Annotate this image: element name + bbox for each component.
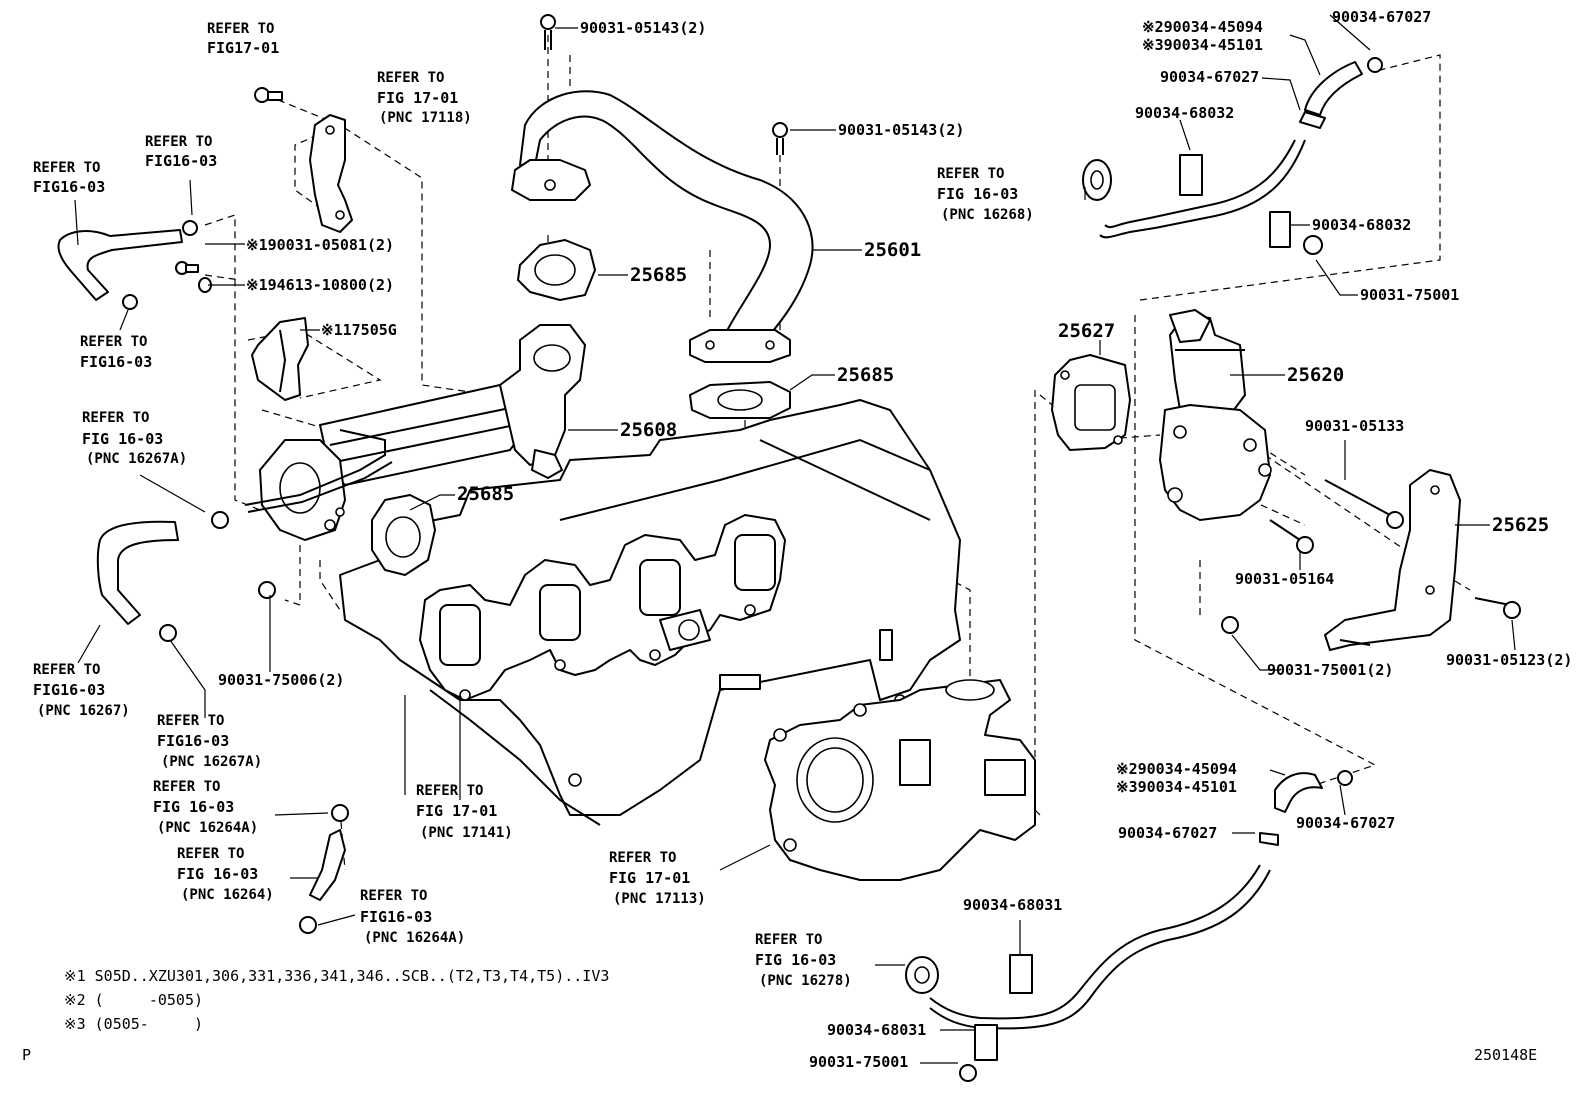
ref-16264-line3: (PNC 16264) <box>181 887 274 903</box>
part-25685-left: 25685 <box>457 483 514 505</box>
refer-labels: REFER TO FIG17-01 REFER TO FIG 17-01 (PN… <box>33 21 1034 989</box>
ref-16267a-bottom-line3: (PNC 16267A) <box>161 754 262 770</box>
ref-16267a-bottom-line2: FIG16-03 <box>157 732 229 750</box>
part-25608: 25608 <box>620 419 677 441</box>
ref-16264a-top-line2: FIG 16-03 <box>153 798 234 816</box>
ref-hose-top-line1: REFER TO <box>33 160 100 176</box>
part-90031-75001-b: 90031-75001 <box>809 1053 908 1071</box>
ref-16268-line2: FIG 16-03 <box>937 185 1018 203</box>
part-90034-67027-b: 90034-67027 <box>1160 68 1259 86</box>
vacuum-hoses-right <box>905 57 1383 1061</box>
part-90031-75001-a: 90031-75001 <box>1360 286 1459 304</box>
ref-17118-line2: FIG 17-01 <box>377 89 458 107</box>
part-90034-67027-a: 90034-67027 <box>1332 8 1431 26</box>
ref-hose-bottom-line1: REFER TO <box>80 334 147 350</box>
part-90031-05143-top: 90031-05143(2) <box>580 19 706 37</box>
insulator-17505g <box>251 317 309 401</box>
gasket-25685-mid <box>689 381 791 419</box>
ref-fig17-01-top-line1: REFER TO <box>207 21 274 37</box>
part-90031-05143-mid: 90031-05143(2) <box>838 121 964 139</box>
note-2: ※2 ( -0505) <box>64 991 203 1009</box>
part-90031-75006: 90031-75006(2) <box>218 671 344 689</box>
ref-16267a-bottom-line1: REFER TO <box>157 713 224 729</box>
hoses-left <box>57 220 349 934</box>
note-1: ※1 S05D..XZU301,306,331,336,341,346..SCB… <box>64 967 610 985</box>
applicability-notes: ※1 S05D..XZU301,306,331,336,341,346..SCB… <box>64 964 609 1036</box>
ref-hose-bottom-line2: FIG16-03 <box>80 353 152 371</box>
part-90034-67027-d: 90034-67027 <box>1296 814 1395 832</box>
ref-hose-top-line2: FIG16-03 <box>33 178 105 196</box>
ref-17141-line2: FIG 17-01 <box>416 802 497 820</box>
part-17505g: ※117505G <box>321 321 397 339</box>
egr-valve-25620 <box>1159 309 1272 521</box>
ref-17118-line1: REFER TO <box>377 70 444 86</box>
ref-16268-line3: (PNC 16268) <box>941 207 1034 223</box>
part-25601: 25601 <box>864 239 921 261</box>
ref-16264a-bottom-line1: REFER TO <box>360 888 427 904</box>
ref-17113-line3: (PNC 17113) <box>613 891 706 907</box>
part-25627: 25627 <box>1058 320 1115 342</box>
ref-17141-line1: REFER TO <box>416 783 483 799</box>
part-25625: 25625 <box>1492 514 1549 536</box>
ref-16268-line1: REFER TO <box>937 166 1004 182</box>
intake-elbow <box>764 679 1036 881</box>
ref-16267-line3: (PNC 16267) <box>37 703 130 719</box>
ref-17141-line3: (PNC 17141) <box>420 825 513 841</box>
exhaust-manifold <box>419 514 786 701</box>
part-25620: 25620 <box>1287 364 1344 386</box>
ref-16264-line2: FIG 16-03 <box>177 865 258 883</box>
ref-16267a-top-line2: FIG 16-03 <box>82 430 163 448</box>
ref-clip-line2: FIG16-03 <box>145 152 217 170</box>
part-90034-67027-c: 90034-67027 <box>1118 824 1217 842</box>
ref-16267a-top-line3: (PNC 16267A) <box>86 451 187 467</box>
egr-cooler-25608 <box>244 324 586 541</box>
ref-16278-line3: (PNC 16278) <box>759 973 852 989</box>
part-90034-45094-top: ※290034-45094 <box>1142 18 1263 36</box>
part-90034-45101-bottom: ※390034-45101 <box>1116 778 1237 796</box>
part-25685-mid: 25685 <box>837 364 894 386</box>
ref-16278-line2: FIG 16-03 <box>755 951 836 969</box>
gasket-25627 <box>1051 354 1131 451</box>
part-25685-top: 25685 <box>630 264 687 286</box>
part-90034-45101-top: ※390034-45101 <box>1142 36 1263 54</box>
ref-16278-line1: REFER TO <box>755 932 822 948</box>
gasket-25685-top <box>517 239 596 301</box>
fasteners <box>175 14 1521 1082</box>
ref-16264a-top-line3: (PNC 16264A) <box>157 820 258 836</box>
part-90034-68031-b: 90034-68031 <box>827 1021 926 1039</box>
ref-16267-line1: REFER TO <box>33 662 100 678</box>
ref-16264-line1: REFER TO <box>177 846 244 862</box>
ref-16264a-bottom-line2: FIG16-03 <box>360 908 432 926</box>
ref-17118-line3: (PNC 17118) <box>379 110 472 126</box>
bracket-25625 <box>1324 469 1461 651</box>
part-94613-10800: ※194613-10800(2) <box>246 276 394 294</box>
ref-fig17-01-top-line2: FIG17-01 <box>207 39 279 57</box>
ref-16264a-bottom-line3: (PNC 16264A) <box>364 930 465 946</box>
note-3: ※3 (0505- ) <box>64 1015 203 1033</box>
ref-clip-line1: REFER TO <box>145 134 212 150</box>
ref-16267-line2: FIG16-03 <box>33 681 105 699</box>
egr-pipe-25601 <box>511 90 814 363</box>
part-90031-05164: 90031-05164 <box>1235 570 1334 588</box>
leader-lines <box>74 14 1516 1064</box>
part-90031-75001-2: 90031-75001(2) <box>1267 661 1393 679</box>
part-90034-68031-a: 90034-68031 <box>963 896 1062 914</box>
part-90031-05123: 90031-05123(2) <box>1446 651 1572 669</box>
part-90031-05081: ※190031-05081(2) <box>246 236 394 254</box>
illustration-code: 250148E <box>1474 1046 1538 1064</box>
part-90034-68032-b: 90034-68032 <box>1312 216 1411 234</box>
part-90031-05133: 90031-05133 <box>1305 417 1404 435</box>
part-90034-68032-a: 90034-68032 <box>1135 104 1234 122</box>
ref-16267a-top-line1: REFER TO <box>82 410 149 426</box>
gasket-25685-left <box>371 494 436 576</box>
ref-16264a-top-line1: REFER TO <box>153 779 220 795</box>
ref-17113-line1: REFER TO <box>609 850 676 866</box>
ref-17113-line2: FIG 17-01 <box>609 869 690 887</box>
page-marker: P <box>22 1046 32 1064</box>
bracket-17118 <box>309 114 353 233</box>
part-90034-45094-bottom: ※290034-45094 <box>1116 760 1237 778</box>
part-labels: 90031-05143(2) 90031-05143(2) ※190031-05… <box>218 8 1572 1071</box>
